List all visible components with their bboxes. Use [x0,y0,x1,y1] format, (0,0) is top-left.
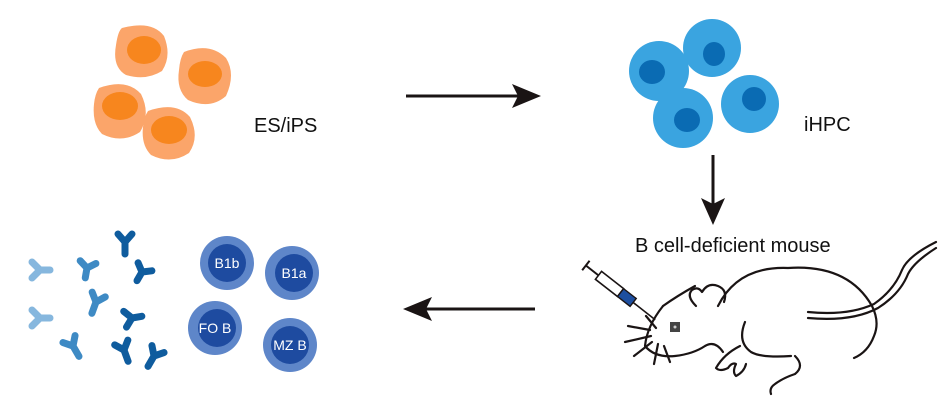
es-cell [115,25,168,78]
syringe-icon [581,260,656,321]
svg-text:B1b: B1b [215,255,240,271]
antibody-icon [144,342,168,370]
antibody-icon [114,230,136,258]
antibody-icon [88,288,109,317]
ihpc-cell [721,75,779,133]
b-cell-b1b: B1b [200,236,254,290]
b-cell-b1a: B1a [265,246,319,300]
es-ips-label: ES/iPS [254,115,317,137]
svg-text:MZ B: MZ B [273,337,306,353]
antibody-group [28,230,168,370]
es-ips-cell-cluster [93,25,231,160]
arrow-left-icon [403,297,535,321]
es-cell [93,84,146,139]
ihpc-cell-cluster [629,19,779,148]
es-cell [142,107,195,160]
svg-text:FO B: FO B [199,320,232,336]
ihpc-label: iHPC [804,114,851,136]
b-cell-fo-b: FO B [188,301,242,355]
antibody-icon [76,257,100,282]
arrow-down-icon [701,155,725,225]
mouse-label: B cell-deficient mouse [635,235,831,257]
ihpc-cell [629,41,689,101]
antibody-icon [28,258,54,282]
antibody-icon [133,259,156,285]
antibody-icon [59,332,83,360]
arrow-right-icon [406,84,541,108]
b-cell-subsets: B1b B1a FO B MZ B [188,236,319,372]
es-cell [178,48,231,105]
svg-text:B1a: B1a [282,265,307,281]
b-cell-mz-b: MZ B [263,318,317,372]
antibody-icon [28,306,54,330]
ihpc-cell [683,19,741,77]
mouse-illustration [623,240,938,396]
ihpc-cell [653,88,713,148]
antibody-icon [111,336,132,365]
antibody-icon [120,307,146,331]
